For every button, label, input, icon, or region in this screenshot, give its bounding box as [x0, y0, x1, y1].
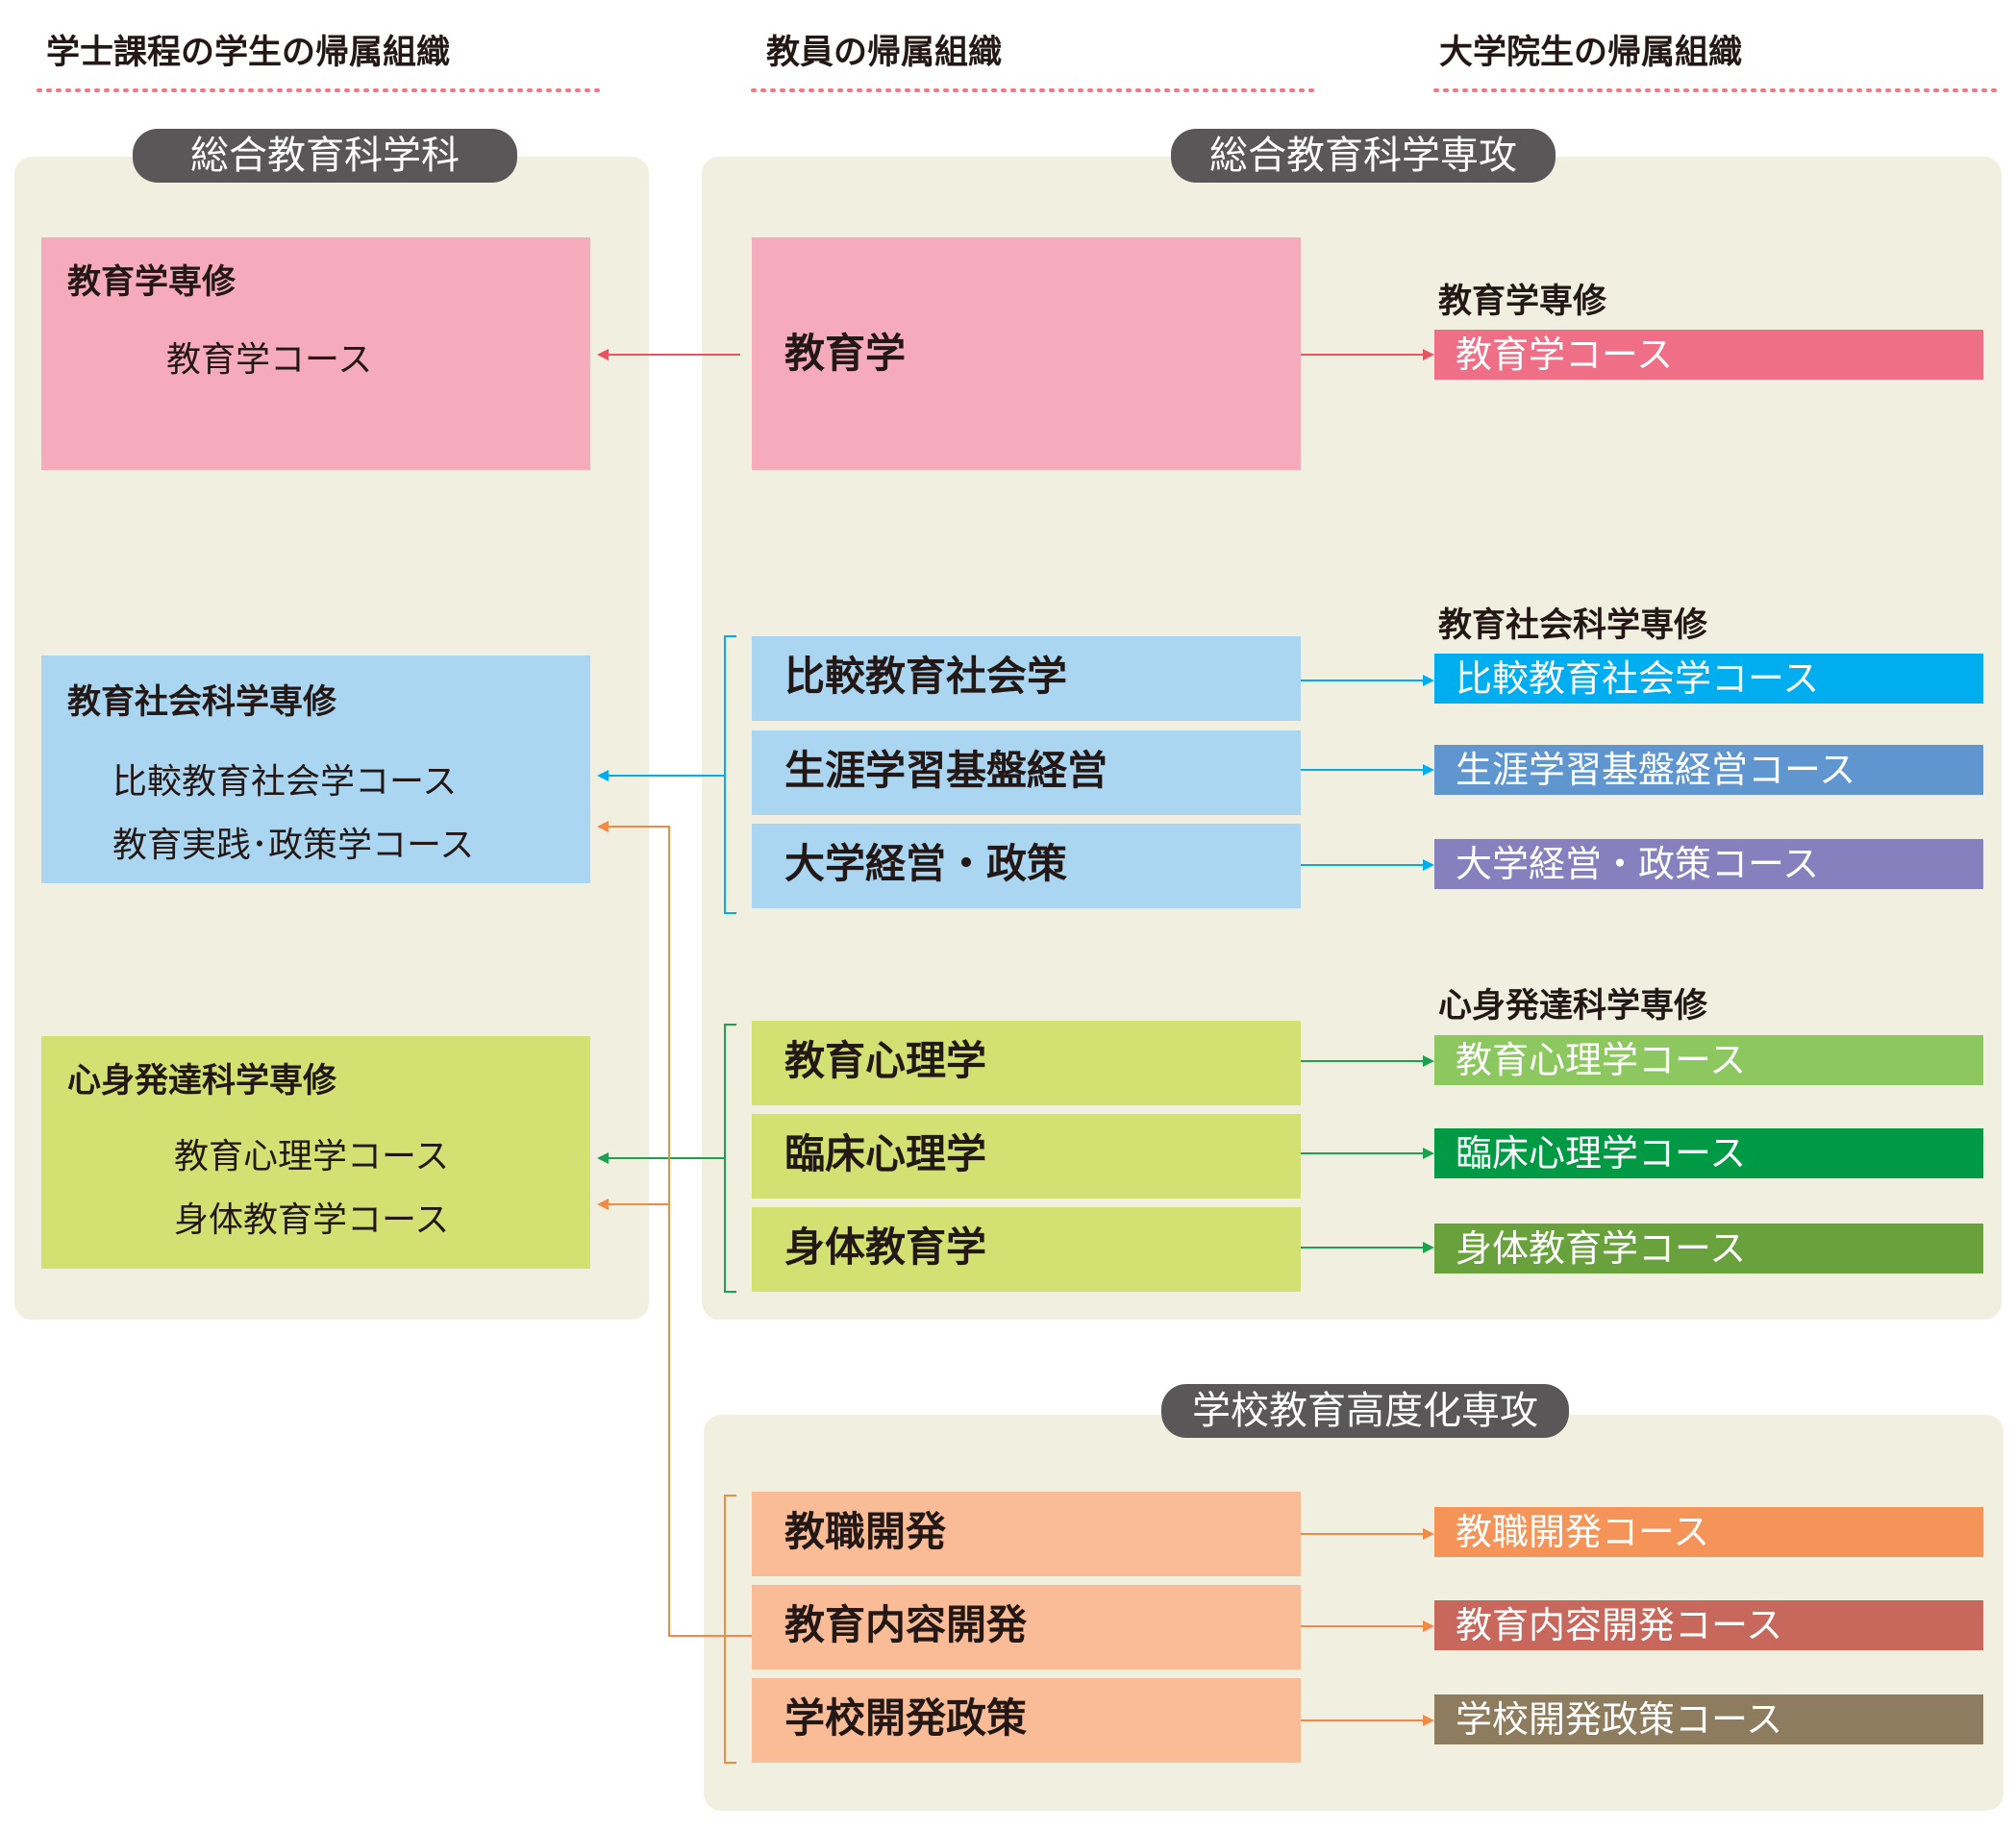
undergrad-group-title: 心身発達科学専修 [67, 1062, 337, 1100]
faculty-field: 教育心理学 [752, 1021, 1301, 1105]
undergrad-course: 教育心理学コース [174, 1137, 450, 1176]
faculty-field: 教職開発 [752, 1492, 1301, 1576]
faculty-field: 比較教育社会学 [752, 636, 1301, 721]
grad-course: 大学経営・政策コース [1434, 839, 1983, 889]
dept-pill-graduate: 総合教育科学専攻 [1171, 129, 1556, 183]
bracket-development [724, 1024, 736, 1293]
undergrad-group-development: 心身発達科学専修 教育心理学コース 身体教育学コース [41, 1036, 590, 1269]
faculty-field: 教育学 [752, 237, 1301, 470]
bracket-advanced [724, 1495, 736, 1764]
grad-course: 教育内容開発コース [1434, 1600, 1983, 1650]
undergrad-course: 身体教育学コース [174, 1200, 450, 1240]
dept-pill-undergrad: 総合教育科学科 [133, 129, 517, 183]
dept-pill-advanced: 学校教育高度化専攻 [1161, 1384, 1569, 1438]
undergrad-course: 教育実践･政策学コース [112, 826, 475, 865]
undergrad-course: 教育学コース [166, 340, 373, 380]
bracket-social-science [724, 635, 736, 914]
faculty-field: 教育内容開発 [752, 1585, 1301, 1669]
faculty-field: 臨床心理学 [752, 1114, 1301, 1199]
grad-group-title: 心身発達科学専修 [1438, 987, 1708, 1026]
grad-course: 学校開発政策コース [1434, 1694, 1983, 1744]
header-grad: 大学院生の帰属組織 [1439, 34, 1743, 72]
faculty-field: 身体教育学 [752, 1207, 1301, 1292]
grad-group-title: 教育学専修 [1438, 283, 1607, 321]
header-undergrad: 学士課程の学生の帰属組織 [46, 34, 451, 72]
undergrad-group-title: 教育学専修 [67, 263, 236, 302]
grad-course: 生涯学習基盤経営コース [1434, 745, 1983, 795]
grad-group-title: 教育社会科学専修 [1438, 606, 1708, 645]
arrow-advanced-to-social [597, 821, 753, 1637]
undergrad-group-title: 教育社会科学専修 [67, 683, 337, 722]
undergrad-group-education: 教育学専修 教育学コース [41, 237, 590, 470]
faculty-field: 大学経営・政策 [752, 824, 1301, 908]
grad-course: 教育心理学コース [1434, 1035, 1983, 1085]
grad-course: 臨床心理学コース [1434, 1128, 1983, 1178]
grad-course: 身体教育学コース [1434, 1224, 1983, 1274]
undergrad-group-social-science: 教育社会科学専修 比較教育社会学コース 教育実践･政策学コース [41, 655, 590, 883]
grad-course: 比較教育社会学コース [1434, 654, 1983, 704]
header-faculty: 教員の帰属組織 [766, 34, 1003, 72]
undergrad-course: 比較教育社会学コース [112, 762, 458, 802]
grad-course: 教職開発コース [1434, 1507, 1983, 1557]
grad-course: 教育学コース [1434, 330, 1983, 380]
faculty-field: 学校開発政策 [752, 1678, 1301, 1763]
faculty-field: 生涯学習基盤経営 [752, 730, 1301, 815]
